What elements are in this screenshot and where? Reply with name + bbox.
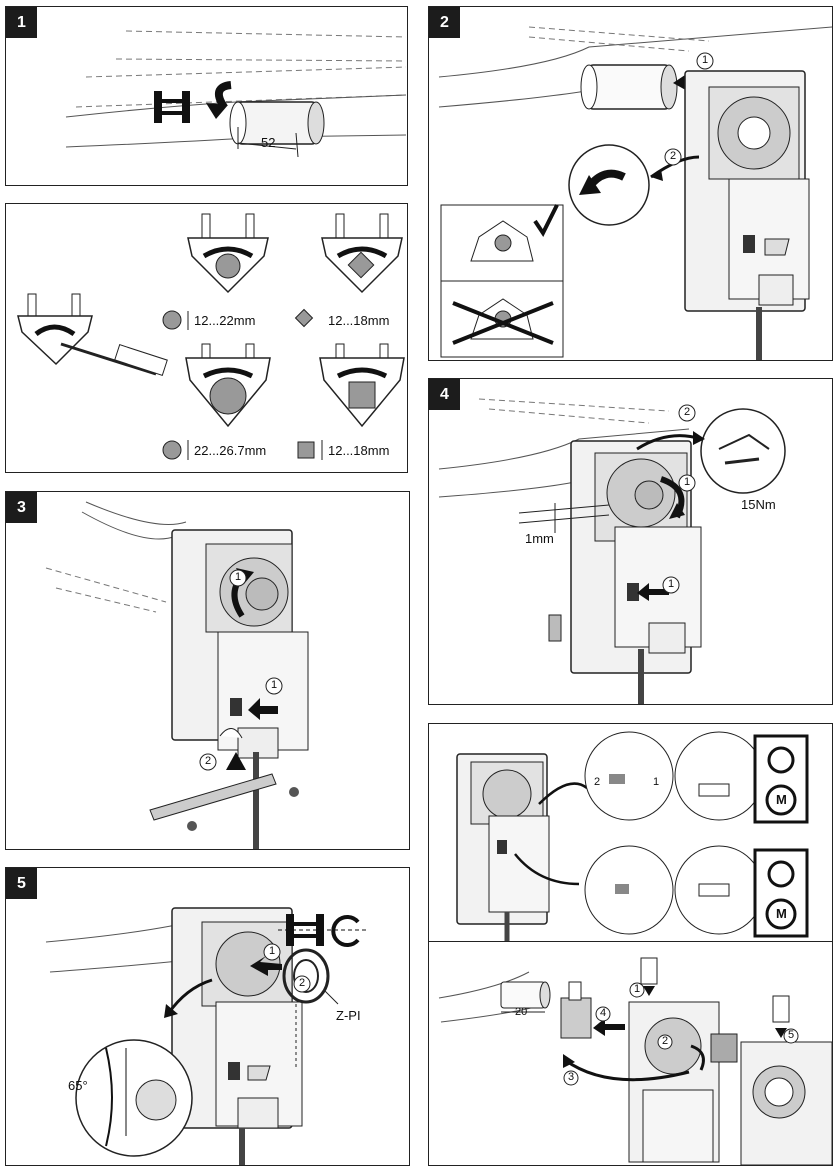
square-shaft-icon — [294, 308, 314, 328]
callout-2: 2 — [684, 406, 691, 418]
clamp-illustration — [17, 213, 405, 460]
step-number: 3 — [6, 492, 37, 523]
motor-icon — [765, 784, 797, 816]
callout-1: 1 — [269, 945, 276, 957]
step-2-illustration — [438, 26, 832, 360]
gap-label: 1mm — [525, 531, 554, 546]
step-2-panel: 2 1 2 — [428, 6, 833, 361]
step-3-panel: 3 1 1 2 — [5, 491, 410, 850]
round-shaft-icon — [162, 440, 182, 460]
square-large-range: 12...18mm — [328, 443, 390, 458]
callout-2: 2 — [299, 977, 306, 989]
dimension-label: 20 — [515, 1006, 528, 1018]
callout-2: 2 — [670, 150, 677, 162]
gear-icon — [767, 746, 795, 774]
motor-letter: M — [776, 906, 787, 921]
round-small-range: 12...22mm — [194, 313, 256, 328]
angle-label: 65° — [68, 1078, 88, 1093]
callout-2: 2 — [662, 1035, 669, 1047]
callout-1: 1 — [653, 776, 660, 788]
step-5-panel: 5 1 2 65° Z-PI — [5, 867, 410, 1166]
manual-override-panel: 2 1 M M — [428, 723, 833, 943]
square-shaft-icon — [297, 441, 315, 459]
step-number: 4 — [429, 379, 460, 410]
callout-1: 1 — [634, 983, 641, 995]
dimension-label: 52 — [261, 135, 276, 150]
round-large-range: 22...26.7mm — [194, 443, 267, 458]
square-small-range: 12...18mm — [328, 313, 390, 328]
step-5-illustration — [45, 907, 368, 1165]
callout-1: 1 — [668, 578, 675, 590]
callout-2: 2 — [205, 755, 212, 767]
callout-5: 5 — [788, 1029, 795, 1041]
cross-icon — [452, 301, 554, 345]
callout-2: 2 — [594, 776, 601, 788]
rotate-arrow-icon — [331, 915, 360, 947]
shaft-symbol-icon — [154, 91, 190, 123]
step-number: 2 — [429, 7, 460, 38]
gear-icon — [767, 860, 795, 888]
callout-1: 1 — [702, 54, 709, 66]
callout-3: 3 — [568, 1071, 575, 1083]
step-1-illustration — [65, 30, 407, 158]
motor-icon — [765, 898, 797, 930]
step-4-panel: 4 2 1 1 1mm 15Nm — [428, 378, 833, 705]
step-1-panel: 1 52 — [5, 6, 408, 186]
callout-4: 4 — [600, 1007, 607, 1019]
round-shaft-icon — [162, 310, 182, 330]
step-number: 5 — [6, 868, 37, 899]
clamp-sizes-panel: 12...22mm 12...18mm 22...26.7mm 12...18m… — [5, 203, 408, 473]
torque-label: 15Nm — [741, 497, 776, 512]
manual-override-illustration — [456, 731, 809, 942]
accessory-label: Z-PI — [336, 1008, 361, 1023]
short-shaft-panel: 20 1 2 3 4 5 — [428, 941, 833, 1166]
callout-1: 1 — [235, 571, 242, 583]
callout-1: 1 — [684, 476, 691, 488]
step-3-illustration — [45, 501, 309, 849]
step-4-illustration — [438, 398, 786, 704]
short-shaft-illustration — [438, 957, 832, 1165]
check-icon — [533, 204, 559, 237]
motor-letter: M — [776, 792, 787, 807]
callout-1: 1 — [271, 679, 278, 691]
step-number: 1 — [6, 7, 37, 38]
